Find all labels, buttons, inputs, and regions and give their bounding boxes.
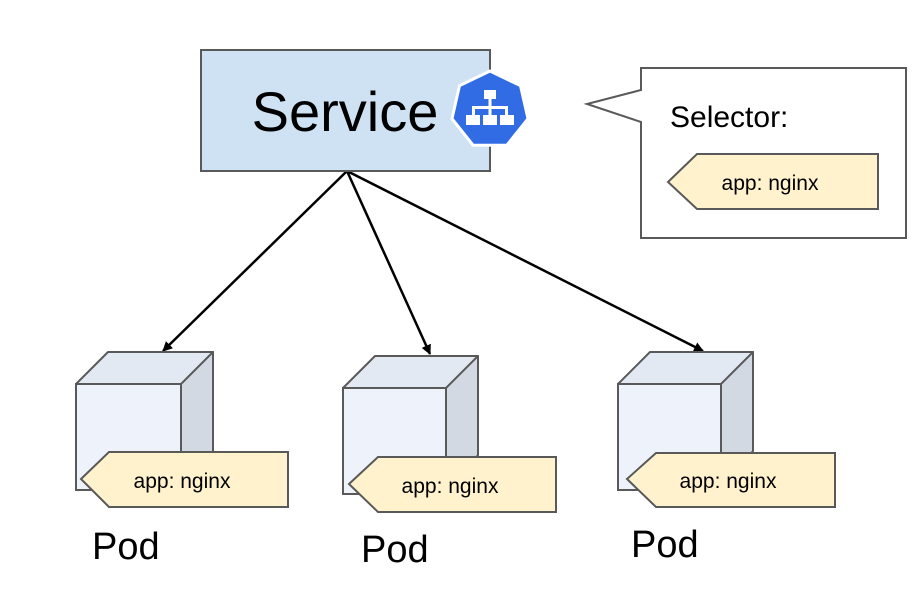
- kubernetes-service-icon: [450, 69, 530, 147]
- pod-tag-label: app: nginx: [680, 470, 777, 493]
- pod-tag-label: app: nginx: [134, 470, 231, 493]
- selector-tag-label: app: nginx: [722, 172, 819, 195]
- service-label: Service: [252, 80, 439, 143]
- selector-callout: Selector: app: nginx: [583, 67, 907, 239]
- pod-1: app: nginx Pod: [75, 351, 289, 568]
- service-box: Service: [200, 49, 530, 172]
- pod-tag: app: nginx: [625, 452, 836, 508]
- selector-tag: app: nginx: [666, 153, 879, 210]
- pod-label: Pod: [361, 529, 429, 571]
- pod-tag: app: nginx: [347, 456, 557, 513]
- arrow-to-pod-2: [345, 170, 432, 355]
- service-to-pod-arrows: [162, 169, 704, 355]
- pod-2: app: nginx Pod: [342, 355, 557, 571]
- arrow-to-pod-1: [162, 170, 348, 352]
- pod-tag: app: nginx: [79, 451, 289, 508]
- pod-3: app: nginx Pod: [617, 351, 836, 566]
- pod-tag-label: app: nginx: [402, 475, 499, 498]
- arrow-to-pod-3: [346, 169, 704, 353]
- selector-title: Selector:: [670, 101, 788, 134]
- pod-label: Pod: [92, 526, 160, 568]
- pod-label: Pod: [631, 524, 699, 566]
